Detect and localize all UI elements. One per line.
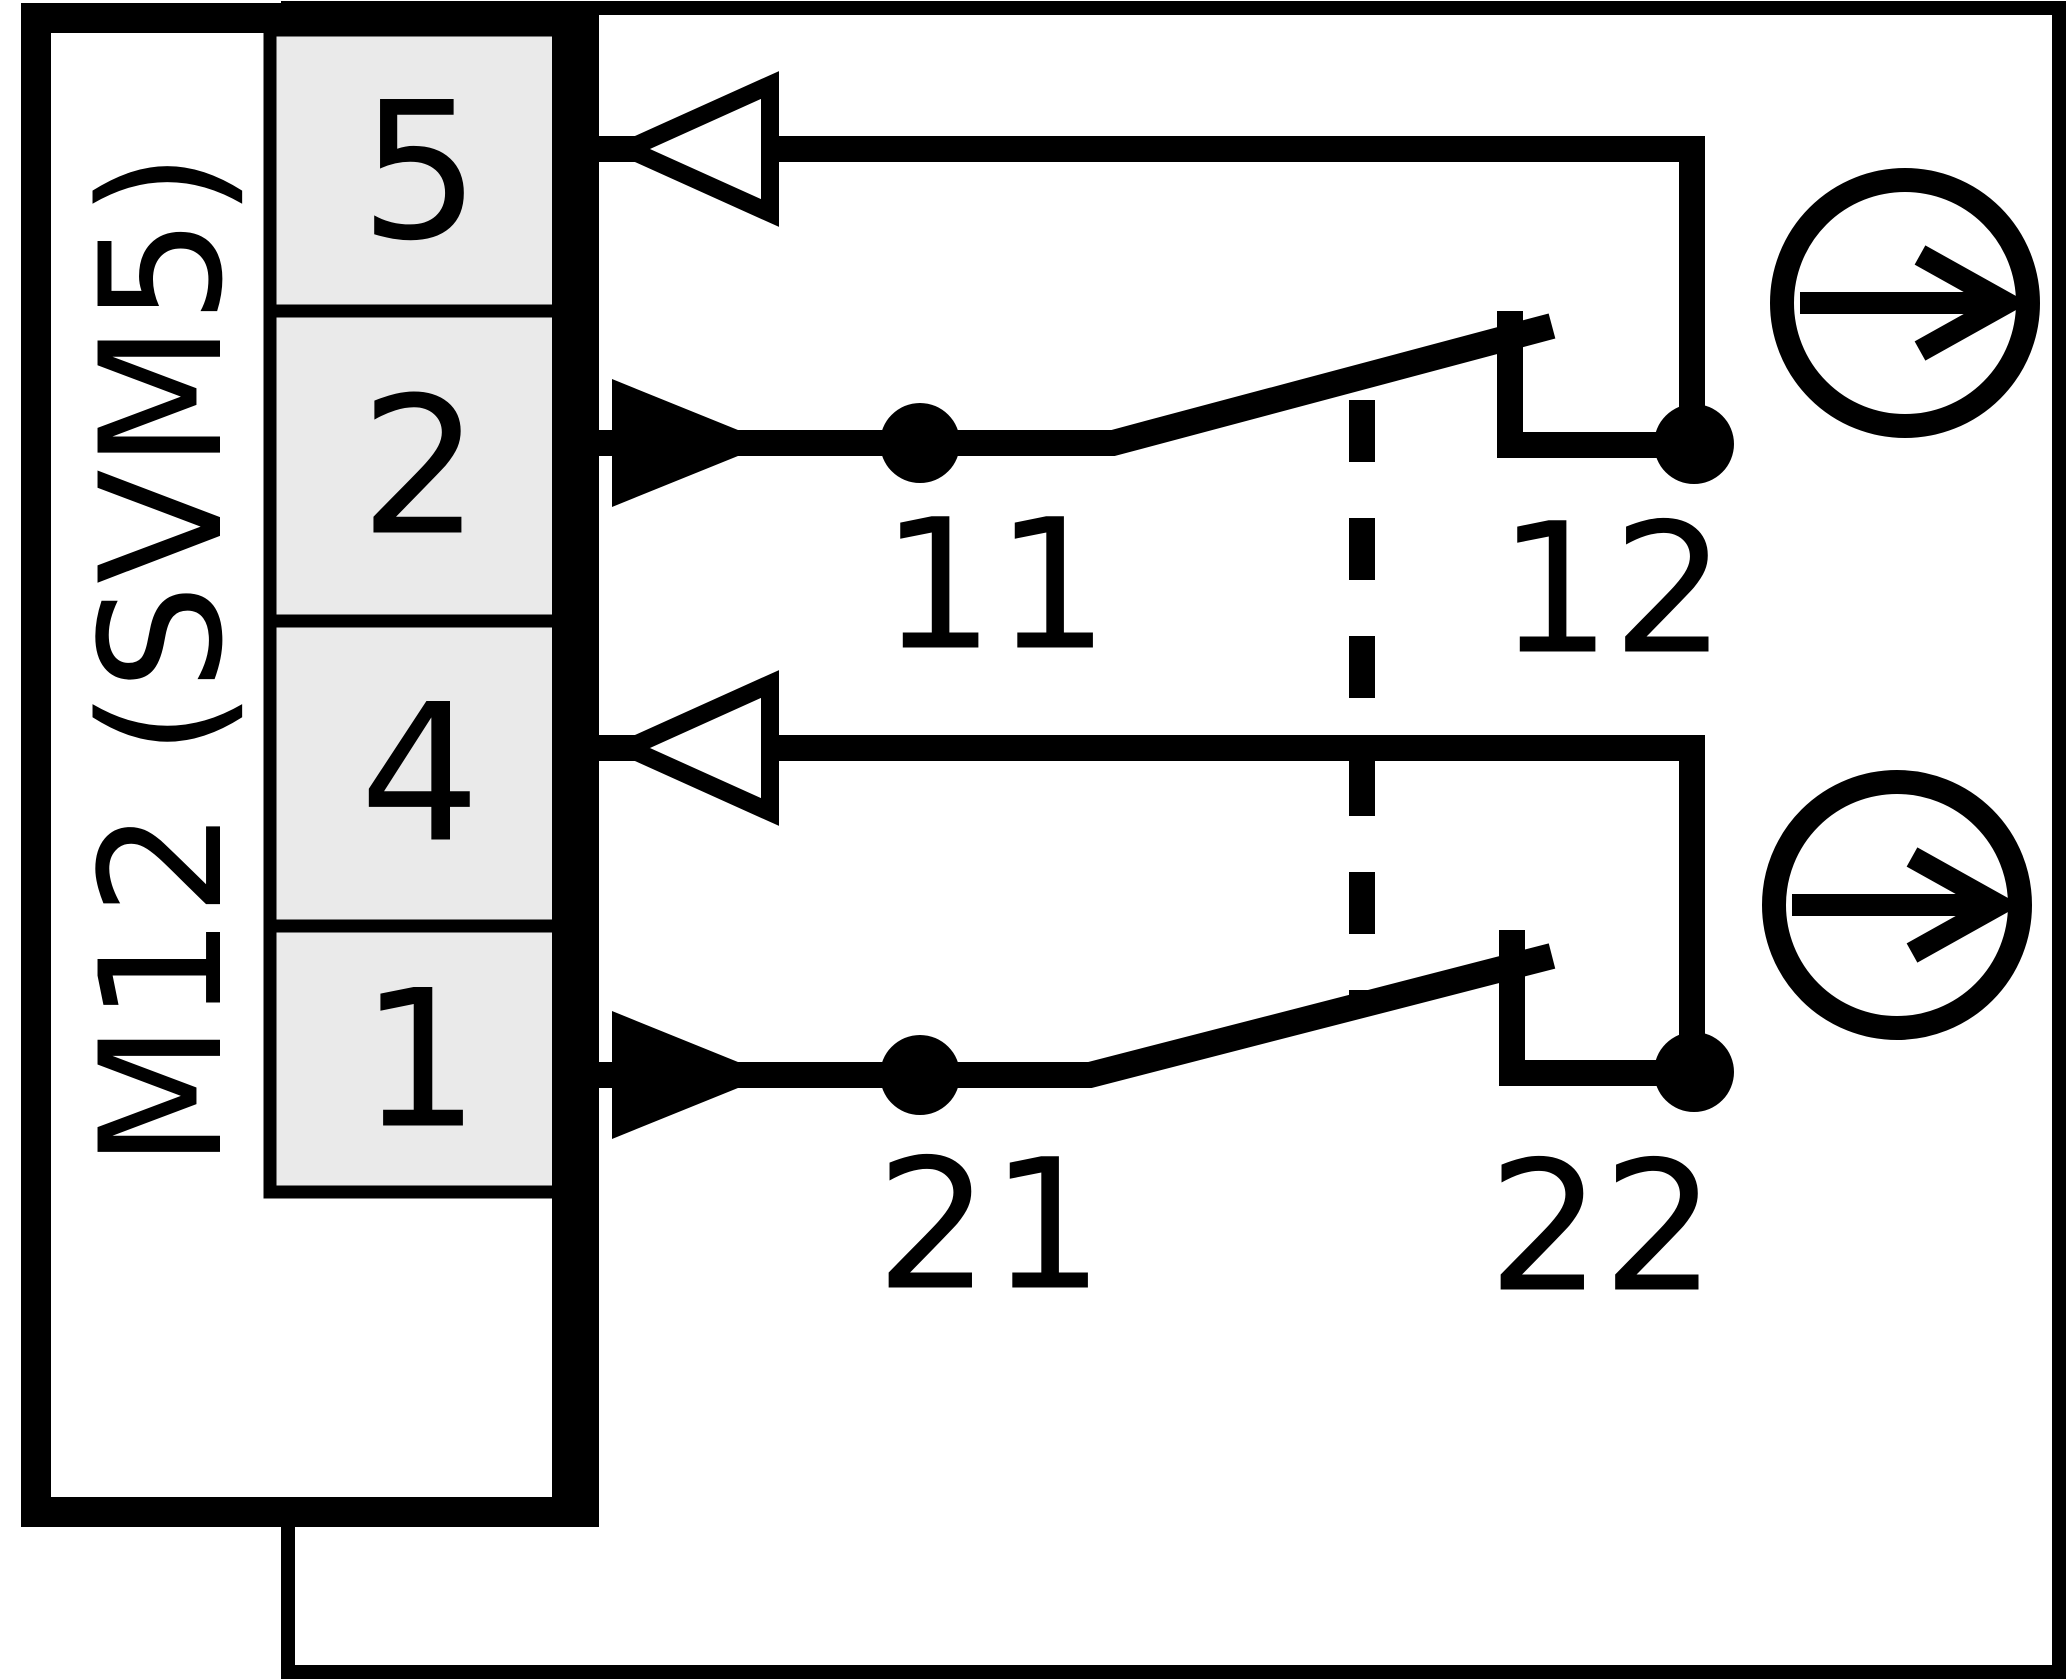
pin5-output-arrow-icon xyxy=(606,71,779,227)
junction-dot-12 xyxy=(1654,404,1734,484)
actuator-arrow-icon-top xyxy=(1914,245,2029,361)
pin-label-5: 5 xyxy=(360,62,481,283)
terminal-label-12: 12 xyxy=(1497,486,1726,695)
pin-column: 5 2 4 1 xyxy=(263,23,577,1199)
pin-box-4 xyxy=(263,614,577,933)
pin5-wire xyxy=(589,136,1705,440)
actuator-symbol-bottom xyxy=(1762,770,2032,1040)
contact-21-22-blade xyxy=(589,943,1556,1088)
pin-label-2: 2 xyxy=(360,357,481,578)
actuator-symbol-top xyxy=(1770,168,2040,438)
contact-22-fixed-contact xyxy=(1499,930,1688,1086)
junction-dot-11 xyxy=(880,403,960,483)
pin-label-4: 4 xyxy=(360,664,481,885)
pin1-input-arrow-icon xyxy=(612,1011,770,1139)
junction-dot-22 xyxy=(1654,1032,1734,1112)
junction-dot-21 xyxy=(880,1035,960,1115)
pin4-output-arrow-icon xyxy=(606,670,779,826)
terminal-label-22: 22 xyxy=(1487,1124,1716,1333)
pin4-wire xyxy=(589,735,1705,1068)
connector-face-bar xyxy=(552,16,589,1514)
terminal-label-21: 21 xyxy=(875,1122,1104,1331)
contact-11-12-blade xyxy=(589,313,1556,456)
pin-label-1: 1 xyxy=(360,950,481,1171)
connector-label: M12 (SVM5) xyxy=(64,152,260,1169)
terminal-label-11: 11 xyxy=(880,482,1109,691)
actuator-arrow-icon-bottom xyxy=(1906,847,2021,963)
pin-box-1 xyxy=(263,919,577,1199)
contact-12-fixed-contact xyxy=(1497,311,1690,458)
pin2-input-arrow-icon xyxy=(612,379,770,507)
